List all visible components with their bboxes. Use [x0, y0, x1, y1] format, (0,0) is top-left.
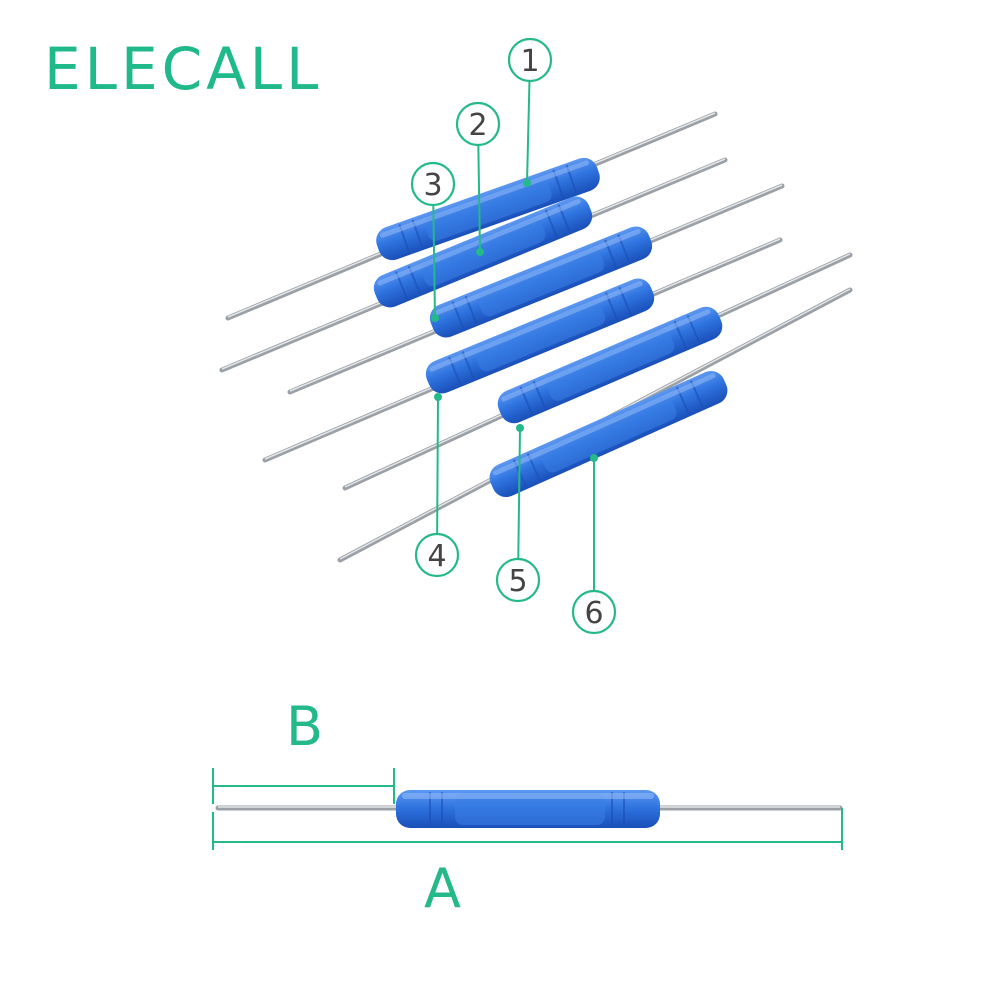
callout-number: 2: [468, 108, 487, 143]
callout-number: 4: [427, 539, 446, 574]
leader-dot: [434, 393, 442, 401]
handle-grip: [455, 793, 605, 825]
leader-line: [432, 183, 436, 319]
handle-grip: [474, 300, 606, 372]
blue-handle: [429, 226, 653, 338]
callout-3: 3: [410, 161, 456, 207]
dimension-label-a: A: [424, 857, 461, 920]
leader-dot: [431, 314, 439, 322]
handle-shine: [429, 281, 643, 372]
blue-handle: [376, 157, 600, 261]
leader-dot: [476, 248, 484, 256]
handle-shine: [380, 160, 589, 238]
handle-shine: [433, 228, 641, 316]
handle-shine: [492, 373, 716, 476]
callout-4: 4: [414, 532, 460, 578]
leader-dot: [523, 179, 531, 187]
callout-circle: [507, 37, 553, 83]
tool-6: [337, 287, 853, 563]
leader-dot: [516, 424, 524, 432]
callout-number: 6: [584, 596, 603, 631]
callout-number: 1: [520, 44, 539, 79]
dimension-tool: [215, 790, 843, 828]
handle-shine: [501, 309, 711, 402]
callout-number: 3: [423, 168, 442, 203]
tool-4: [262, 237, 783, 463]
dimension-label-b: B: [286, 695, 324, 758]
handle-shine: [402, 793, 654, 799]
handle-grip: [477, 247, 605, 317]
callout-circle: [455, 101, 501, 147]
handle-grip: [424, 177, 552, 241]
blue-handle: [497, 306, 723, 424]
handle-grip: [545, 329, 675, 401]
callout-1: 1: [507, 37, 553, 83]
callout-circle: [495, 557, 541, 603]
leader-line: [517, 427, 521, 581]
callout-circle: [414, 532, 460, 578]
tool-1: [225, 111, 718, 321]
leader-line: [436, 396, 439, 556]
callout-6: 6: [571, 589, 617, 635]
blue-handle: [425, 278, 655, 394]
blue-handle: [489, 370, 728, 498]
tool-3: [287, 183, 785, 395]
callout-circle: [571, 589, 617, 635]
handle-grip: [540, 395, 677, 473]
callout-number: 5: [508, 564, 527, 599]
tool-5: [342, 252, 853, 491]
brand-logo: ELECALL: [44, 35, 323, 103]
callout-2: 2: [455, 101, 501, 147]
callout-circle: [410, 161, 456, 207]
leader-dot: [590, 454, 598, 462]
callout-5: 5: [495, 557, 541, 603]
